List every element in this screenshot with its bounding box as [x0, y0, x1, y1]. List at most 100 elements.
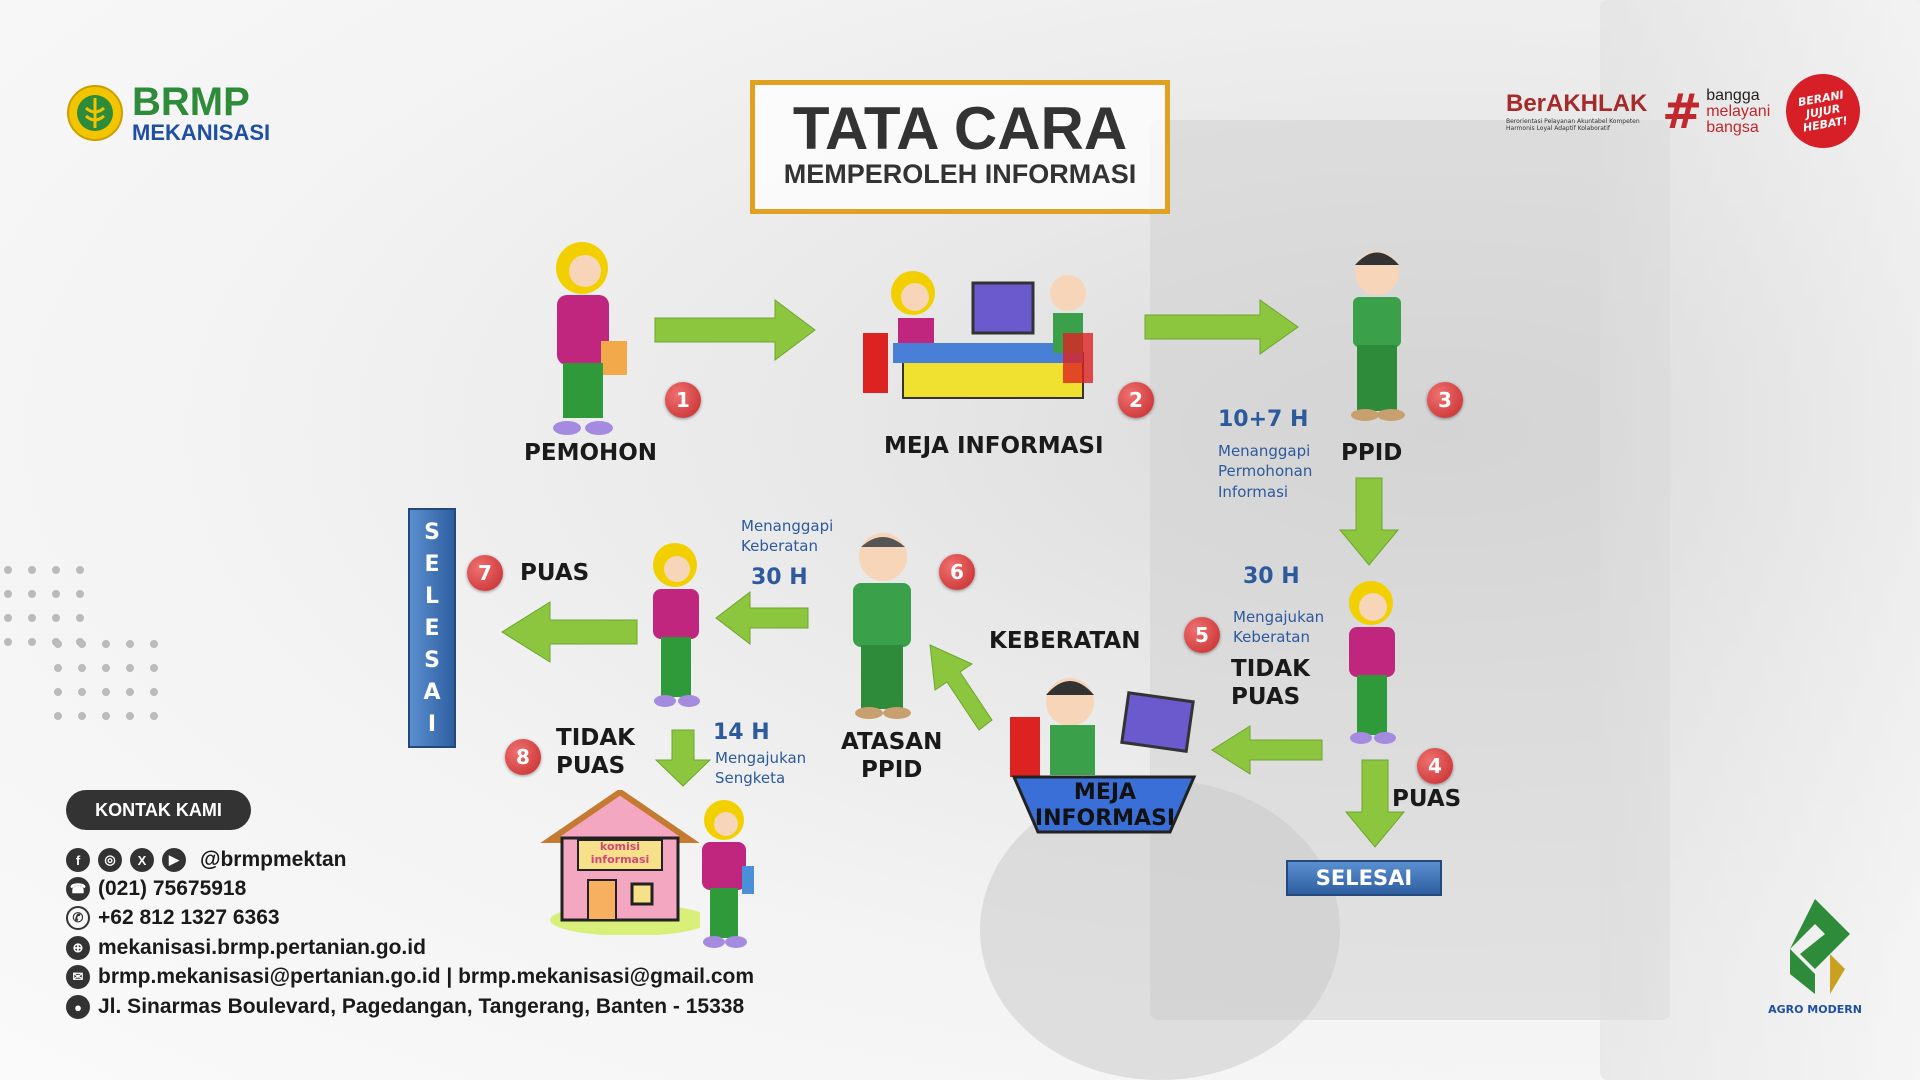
phone-number: (021) 75675918 [98, 877, 247, 900]
berakhlak-text: BerAKHLAK [1506, 90, 1648, 117]
selesai-horizontal-box: SELESAI [1286, 860, 1442, 896]
meja-label-line2: INFORMASI [1034, 806, 1176, 832]
pemohon-figure-mid [653, 543, 700, 707]
selesai-letter: L [424, 583, 440, 609]
meja-informasi-2-figure [1010, 678, 1197, 834]
step3-days: 10+7 H [1218, 407, 1309, 432]
step-badge-4: 4 [1417, 748, 1453, 784]
atasan-text: ATASAN [841, 729, 943, 755]
agro-modern-text: AGRO MODERN [1768, 1003, 1862, 1016]
address-text: Jl. Sinarmas Boulevard, Pagedangan, Tang… [98, 995, 745, 1018]
step6-desc-line: Keberatan [741, 537, 819, 556]
contact-whatsapp: ✆+62 812 1327 6363 [66, 906, 280, 930]
pemohon-figure-right [1349, 581, 1396, 744]
berakhlak-logo: BerAKHLAK Berorientasi Pelayanan Akuntab… [1506, 90, 1648, 132]
instagram-icon[interactable]: ◎ [98, 848, 122, 872]
title-box: TATA CARA MEMPEROLEH INFORMASI [750, 80, 1170, 214]
x-icon[interactable]: X [130, 848, 154, 872]
step8-days: 14 H [713, 720, 770, 745]
contact-email: ✉brmp.mekanisasi@pertanian.go.id | brmp.… [66, 965, 754, 989]
arrow-1-right [654, 299, 816, 361]
label-atasan-ppid: ATASAN PPID [841, 729, 942, 784]
arrow-4-down [1344, 759, 1406, 848]
ppid-text: PPID [860, 756, 923, 783]
youtube-icon[interactable]: ▶ [162, 848, 186, 872]
whatsapp-number: +62 812 1327 6363 [98, 906, 280, 929]
arrow-keberatan-up [929, 644, 993, 731]
step-badge-7: 7 [467, 555, 503, 591]
label-tidak-puas-5: TIDAK PUAS [1231, 656, 1310, 711]
step5-desc-line: Keberatan [1233, 628, 1311, 647]
brmp-logo: BRMP MEKANISASI [66, 82, 270, 144]
step8-desc: Mengajukan Sengketa [715, 748, 806, 789]
step6-desc: Menanggapi Keberatan [741, 516, 833, 557]
informasi-text: informasi [590, 853, 650, 867]
step-badge-2: 2 [1118, 382, 1154, 418]
selesai-letter: S [424, 647, 440, 673]
page-title: TATA CARA [792, 95, 1128, 162]
meja-informasi-2-label: MEJA INFORMASI [1030, 780, 1180, 833]
label-tidak-puas-8: TIDAK PUAS [556, 725, 635, 780]
tidak-text: TIDAK [556, 725, 635, 751]
logo-brmp: BRMP [132, 80, 250, 124]
contact-social: f ◎ X ▶ @brmpmektan [66, 848, 347, 872]
hashtag-icon: # [1662, 84, 1703, 140]
step-badge-8: 8 [505, 739, 541, 775]
step3-desc-line: Menanggapi [1218, 442, 1311, 460]
decorative-dots-left [4, 566, 84, 646]
komisi-informasi-house [540, 790, 700, 935]
selesai-letter: S [424, 519, 440, 545]
step-badge-3: 3 [1427, 382, 1463, 418]
contact-address: ● Jl. Sinarmas Boulevard, Pagedangan, Tan… [66, 995, 744, 1019]
step3-desc-line: Permohonan [1218, 462, 1313, 481]
contact-phone: ☎(021) 75675918 [66, 877, 246, 901]
bangsa-text: bangsa [1706, 119, 1759, 136]
arrow-6-left [715, 590, 809, 646]
step-badge-6: 6 [939, 554, 975, 590]
page-subtitle: MEMPEROLEH INFORMASI [783, 159, 1137, 189]
meja-label-line1: MEJA [1073, 780, 1137, 805]
selesai-letter: E [424, 615, 440, 641]
pemohon-figure-bottom [702, 800, 754, 948]
komisi-informasi-sign: komisi informasi [578, 840, 662, 866]
selesai-letter: I [427, 711, 437, 737]
step-badge-1: 1 [665, 382, 701, 418]
step6-days: 30 H [751, 565, 808, 590]
step6-desc-line: Menanggapi [741, 517, 834, 535]
agro-modern-emblem-icon [1790, 899, 1850, 994]
location-pin-icon: ● [66, 995, 90, 1019]
step3-desc-line: Informasi [1218, 482, 1289, 501]
label-meja-informasi: MEJA INFORMASI [884, 433, 1104, 459]
step-badge-5: 5 [1184, 617, 1220, 653]
social-handle: @brmpmektan [200, 848, 347, 871]
bangga-melayani-logo: # bangga melayani bangsa [1662, 84, 1770, 140]
step8-desc-line: Mengajukan [715, 749, 807, 767]
label-pemohon: PEMOHON [524, 440, 658, 466]
bangga-text: bangga [1706, 87, 1760, 104]
step5-days: 30 H [1243, 564, 1300, 589]
komisi-text: komisi [599, 840, 641, 853]
step3-desc: Menanggapi Permohonan Informasi [1218, 441, 1312, 502]
globe-icon: ⊕ [66, 936, 90, 960]
ppid-figure [1351, 251, 1405, 421]
step5-desc-line: Mengajukan [1233, 608, 1325, 626]
arrow-7-left [501, 601, 638, 663]
email-address[interactable]: brmp.mekanisasi@pertanian.go.id | brmp.m… [98, 965, 755, 988]
atasan-ppid-figure [853, 533, 911, 719]
selesai-letter: E [424, 551, 440, 577]
label-ppid: PPID [1341, 440, 1403, 466]
berakhlak-tagline: Berorientasi Pelayanan Akuntabel Kompete… [1506, 118, 1640, 132]
arrow-3-down [1338, 477, 1400, 566]
decorative-dots-left-2 [54, 640, 158, 720]
agro-modern-logo: AGRO MODERN [1763, 894, 1867, 1016]
selesai-vertical-box: S E L E S A I [408, 508, 456, 748]
step5-desc: Mengajukan Keberatan [1233, 607, 1324, 648]
brmp-emblem-icon [67, 85, 123, 141]
kontak-kami-badge: KONTAK KAMI [66, 790, 251, 830]
arrow-2-right [1144, 299, 1299, 355]
website-link[interactable]: mekanisasi.brmp.pertanian.go.id [98, 936, 426, 959]
puas-text: PUAS [1231, 683, 1301, 710]
facebook-icon[interactable]: f [66, 848, 90, 872]
puas-text: PUAS [556, 752, 626, 779]
